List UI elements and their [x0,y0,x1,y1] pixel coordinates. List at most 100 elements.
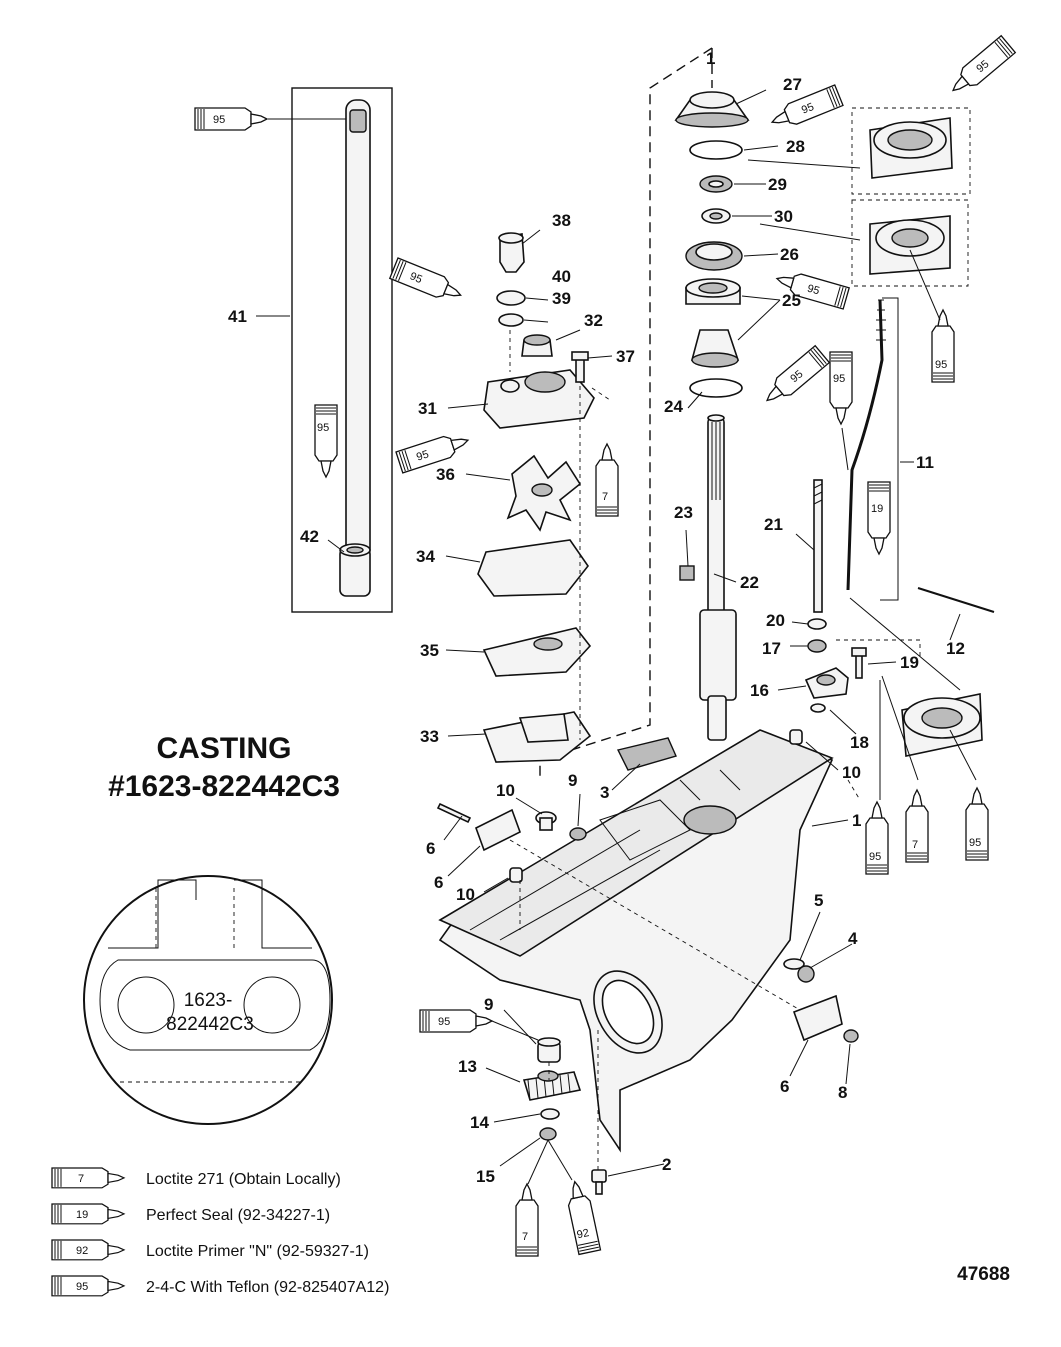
callout-6-left: 6 [434,873,443,892]
part-36-gasket [477,539,589,597]
callout-30: 28 [786,137,805,156]
callout-19: 17 [762,639,781,658]
tube-code: 95 [806,283,821,298]
callout-4: 4 [848,929,858,948]
part-18-shift-crank [804,667,849,699]
legend-item-loctite-271: 7 Loctite 271 (Obtain Locally) [51,1167,341,1189]
part-40-grommet [498,232,525,273]
tube-code: 95 [213,114,225,126]
part-34-insert [521,334,553,357]
part-24-driveshaft [699,414,737,741]
callout-39: 37 [616,347,635,366]
part-15-pinion-gear [522,1070,582,1101]
callout-32: 30 [774,207,793,226]
casting-number: #1623-822442C3 [108,770,340,803]
callout-3: 3 [600,783,609,802]
callout-31: 29 [768,175,787,194]
part-31-seal [699,175,733,193]
part-20-washer [810,703,826,713]
part-35-gasket [482,711,592,763]
callout-2: 2 [662,1155,671,1174]
callout-40: 38 [552,211,571,230]
lubricant-tube: 95 [314,404,338,478]
bearing-detail-middle [869,215,951,275]
legend-label: 2-4-C With Teflon (92-825407A12) [146,1279,389,1296]
part-10-dowel-lower [509,867,523,883]
callout-leaders [256,89,961,1177]
callout-33: 31 [418,399,437,418]
part-38-impeller [506,454,582,532]
callout-17: 15 [476,1167,495,1186]
callout-15: 13 [458,1057,477,1076]
lubricant-tube: 95 [767,84,844,134]
part-14-cotter-pin [917,587,995,613]
part-19-bushing [807,639,827,653]
figure-number: 47688 [957,1264,1010,1285]
part-6-anode-right [792,994,843,1042]
tube-code: 19 [871,503,883,515]
callout-27: 25 [782,291,801,310]
legend-item-2-4-c-teflon: 95 2-4-C With Teflon (92-825407A12) [51,1275,389,1297]
part-8-nut [843,1029,859,1043]
part-22-washer [807,618,827,630]
callout-20: 18 [850,733,869,752]
callout-25: 23 [674,503,693,522]
inset-casting-line2: 822442C3 [166,1014,254,1035]
lubricant-tube: 7 [515,1183,539,1257]
tube-code: 92 [576,1227,590,1241]
lubricant-tube: 92 [563,1178,602,1256]
legend-item-perfect-seal: 19 Perfect Seal (92-34227-1) [51,1203,330,1225]
lubricant-tube: 95 [945,35,1016,100]
lubricant-tube: 95 [865,801,889,875]
callout-41: 39 [552,289,571,308]
tube-code: 95 [408,270,424,286]
callout-labels: 27 28 29 30 26 25 24 38 40 39 32 37 31 3… [228,75,965,1186]
tube-code: 95 [833,373,845,385]
part-33-pump-body [483,369,595,429]
callout-34: 32 [584,311,603,330]
callout-8: 8 [838,1083,847,1102]
tube-code: 95 [800,101,816,117]
callout-29: 27 [783,75,802,94]
lubricant-tube: 7 [595,443,619,517]
part-12-washer [569,827,587,841]
bearing-detail-lower [901,693,983,757]
callout-12: 9 [568,771,577,790]
lubricant-tube: 95 [419,1009,493,1033]
tube-code: 95 [969,837,981,849]
legend-code: 19 [76,1209,88,1221]
legend-label: Loctite Primer "N" (92-59327-1) [146,1243,369,1260]
legend-code: 92 [76,1245,88,1257]
sealant-legend: 7 Loctite 271 (Obtain Locally) 19 Perfec… [51,1167,389,1297]
part-2-screw [591,1169,607,1195]
part-32-washer [701,208,731,224]
part-11-plug [535,811,557,831]
lubricant-tube: 95 [829,351,853,425]
legend-code: 7 [78,1173,84,1185]
part-27-tapered-bearing [685,278,741,368]
callout-44: 42 [300,527,319,546]
callout-36: 34 [416,547,435,566]
callout-10-lower: 10 [456,885,475,904]
part-30-o-ring [689,140,743,160]
lubricant-tube: 95 [965,787,989,861]
part-6-anode-left [475,808,521,852]
callout-18: 16 [750,681,769,700]
part-28-bearing [685,241,743,271]
part-42-seal [496,290,526,306]
lubricant-tube: 7 [905,789,929,863]
inset-casting-line1: 1623- [184,990,233,1011]
callout-7: 6 [426,839,435,858]
callout-13: 11 [916,453,934,472]
legend-label: Loctite 271 (Obtain Locally) [146,1171,341,1188]
callout-26: 24 [664,397,683,416]
lubricant-tube: 95 [931,309,955,383]
tube-code: 95 [869,851,881,863]
callout-43: 41 [228,307,247,326]
callout-5: 5 [814,891,823,910]
part-5-4-screw-washer [783,958,815,983]
casting-title: CASTING [157,732,292,765]
part-37-face-plate [482,627,592,677]
part-1-gear-housing [438,729,834,1153]
callout-24: 22 [740,573,759,592]
